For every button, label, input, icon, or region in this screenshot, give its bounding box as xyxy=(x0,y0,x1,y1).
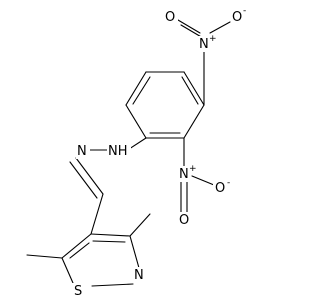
atom-hydrazone-n: N xyxy=(77,144,87,159)
atom-nitro-mid-n: N xyxy=(179,167,189,182)
charge-nitro-top-plus: + xyxy=(209,34,217,44)
bond-c5-c4 xyxy=(61,233,92,259)
atom-nitro-mid-o-right: O xyxy=(215,181,225,196)
charge-nitro-mid-plus: + xyxy=(189,164,197,174)
bond-ring-c5-c6 xyxy=(183,104,205,139)
bond-n-s xyxy=(91,283,134,287)
bond-ring-c4-c5 xyxy=(183,71,205,106)
bonds xyxy=(26,19,231,287)
bond-c4-c3-2 xyxy=(92,240,126,243)
molecule-diagram: N + O O - N + O O - NH N N S xyxy=(26,6,246,299)
bond-s-c5 xyxy=(61,257,74,284)
bond-ch-c4 xyxy=(90,193,104,235)
atom-ring-s: S xyxy=(74,284,82,299)
bond-c3-methyl xyxy=(129,213,151,237)
atom-nitro-top-o-left: O xyxy=(165,10,175,25)
atom-nitro-top-n: N xyxy=(199,37,209,52)
bond-c4-c3 xyxy=(90,233,131,237)
bond-n-ch-2 xyxy=(69,161,98,199)
bond-n-ch xyxy=(75,157,104,195)
bond-c3-n xyxy=(129,235,140,269)
bond-ring-inner-2 xyxy=(181,76,199,105)
atom-hydrazone-nh: NH xyxy=(108,144,128,159)
bond-nitro-top-o-left-2 xyxy=(180,24,204,39)
charge-nitro-mid-minus: - xyxy=(227,178,230,188)
bond-c5-c4-2 xyxy=(69,242,90,259)
bond-nitro-top-o-left xyxy=(177,19,201,34)
bond-nitro-top-o-right xyxy=(209,21,231,34)
bond-ring-inner-1 xyxy=(132,76,151,105)
bond-ring-c2-c3 xyxy=(125,71,147,106)
atom-ring-n: N xyxy=(134,268,144,283)
atom-nitro-mid-o-top: O xyxy=(179,213,189,228)
bond-ring-c1-c2 xyxy=(125,104,147,139)
atom-nitro-top-o-right: O xyxy=(232,10,242,25)
bond-c5-methyl xyxy=(26,254,63,259)
atom-labels: N + O O - N + O O - NH N N S xyxy=(72,6,246,299)
charge-nitro-top-minus: - xyxy=(243,6,246,16)
bond-nitro-mid-o-right xyxy=(191,175,215,186)
structure-canvas: N + O O - N + O O - NH N N S xyxy=(26,6,246,299)
